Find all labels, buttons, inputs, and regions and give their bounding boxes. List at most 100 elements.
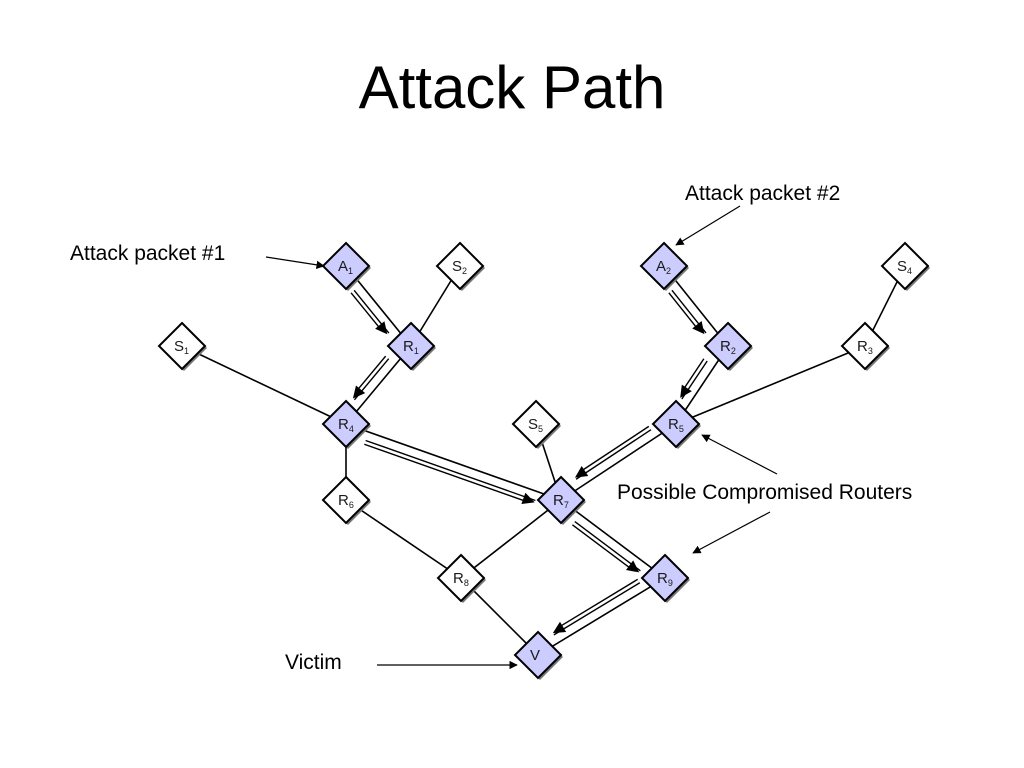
node-diamond — [703, 321, 753, 371]
node-v: V — [513, 630, 563, 680]
node-s1: S1 — [157, 321, 207, 371]
node-diamond — [436, 553, 486, 603]
callout-victim: Victim — [285, 651, 518, 674]
node-r3: R3 — [840, 321, 890, 371]
callout-attack-packet-2: Attack packet #2 — [675, 182, 840, 246]
node-s4: S4 — [880, 241, 930, 291]
attack-packet-1-label: Attack packet #1 — [70, 242, 225, 265]
node-r6: R6 — [321, 475, 371, 525]
node-diamond — [321, 399, 371, 449]
node-label: A1 — [338, 258, 353, 276]
node-label: A2 — [656, 258, 671, 276]
attack-arrow-line-b — [350, 292, 382, 330]
node-diamond — [640, 553, 690, 603]
link-r9-v — [537, 577, 666, 656]
attack-arrow-head — [352, 385, 366, 399]
attack-packet-2-label: Attack packet #2 — [685, 182, 840, 205]
attack-arrow-line-b — [571, 524, 633, 570]
victim-label: Victim — [285, 651, 342, 674]
compromised-routers-pointer-arrow-upper — [701, 434, 778, 475]
node-diamond — [840, 321, 890, 371]
node-s2: S2 — [435, 241, 485, 291]
attack-arrow-head — [692, 321, 705, 335]
attack-arrow-r2-r5 — [680, 358, 708, 400]
link-r3-r5 — [675, 345, 866, 425]
node-label: R6 — [338, 492, 354, 510]
attack-packet-paths — [350, 289, 708, 636]
attack-packet-1-pointer-arrow — [265, 256, 325, 269]
network-links — [181, 265, 906, 656]
attack-arrow-a2-r2 — [668, 289, 707, 335]
node-diamond — [435, 241, 485, 291]
node-r9: R9 — [640, 553, 690, 603]
link-r5-r7 — [560, 423, 677, 501]
node-r1: R1 — [386, 321, 436, 371]
attack-arrow-r9-v — [552, 578, 641, 636]
node-r2: R2 — [703, 321, 753, 371]
compromised-routers-pointer-arrow-lower — [692, 511, 771, 554]
attack-arrow-a1-r1 — [350, 289, 390, 335]
link-r4-r7 — [345, 423, 562, 501]
node-diamond — [536, 475, 586, 525]
attack-packet-2-pointer-arrow — [675, 205, 741, 246]
node-r4: R4 — [321, 399, 371, 449]
link-r7-r9 — [560, 499, 666, 579]
callout-attack-packet-1: Attack packet #1 — [70, 242, 325, 269]
link-r6-r8 — [345, 499, 462, 579]
attack-arrow-line-b — [580, 425, 650, 473]
attack-arrow-line-b — [364, 443, 527, 503]
node-diamond — [513, 630, 563, 680]
attack-arrow-head — [680, 384, 692, 398]
node-label: R3 — [857, 338, 873, 356]
node-label: S1 — [174, 338, 189, 356]
attack-arrow-line-b — [682, 358, 705, 391]
node-label: R7 — [553, 492, 569, 510]
node-diamond — [321, 475, 371, 525]
attack-arrow-line-b — [558, 578, 639, 628]
attack-arrow-r7-r9 — [571, 521, 641, 573]
attack-arrow-head — [552, 621, 567, 634]
attack-arrow-line-a — [575, 429, 652, 480]
callout-compromised-routers: Possible Compromised Routers — [617, 434, 912, 554]
node-label: R2 — [720, 338, 736, 356]
attack-arrow-r1-r4 — [352, 355, 390, 401]
compromised-routers-label: Possible Compromised Routers — [617, 481, 912, 504]
node-diamond — [321, 241, 371, 291]
attack-arrow-head — [574, 465, 589, 478]
attack-arrow-line-a — [553, 582, 641, 636]
node-label: R9 — [657, 570, 673, 588]
node-diamond — [511, 399, 561, 449]
attack-arrow-r5-r7 — [574, 425, 652, 480]
node-label: S2 — [452, 258, 467, 276]
node-a2: A2 — [639, 241, 689, 291]
attack-arrow-head — [375, 321, 388, 335]
node-label: R5 — [668, 416, 684, 434]
node-r8: R8 — [436, 553, 486, 603]
attack-arrow-line-a — [574, 521, 641, 572]
link-s1-r4 — [181, 345, 347, 425]
attack-arrow-r4-r7 — [364, 439, 536, 505]
node-label: R1 — [403, 338, 419, 356]
node-diamond — [386, 321, 436, 371]
node-r7: R7 — [536, 475, 586, 525]
attack-arrow-head — [521, 492, 535, 505]
node-label: R4 — [338, 416, 354, 434]
node-diamond — [639, 241, 689, 291]
attack-arrow-line-a — [365, 439, 536, 502]
node-diamond — [651, 399, 701, 449]
link-r7-r8 — [460, 499, 562, 579]
attack-arrow-head — [626, 560, 640, 573]
slide-title: Attack Path — [358, 54, 666, 121]
node-r5: R5 — [651, 399, 701, 449]
attack-arrow-line-b — [355, 355, 387, 392]
node-s5: S5 — [511, 399, 561, 449]
node-label: S4 — [897, 258, 912, 276]
node-label: R8 — [453, 570, 469, 588]
node-a1: A1 — [321, 241, 371, 291]
node-diamond — [157, 321, 207, 371]
node-label: V — [530, 647, 540, 664]
node-diamond — [880, 241, 930, 291]
attack-arrow-line-b — [668, 292, 699, 330]
